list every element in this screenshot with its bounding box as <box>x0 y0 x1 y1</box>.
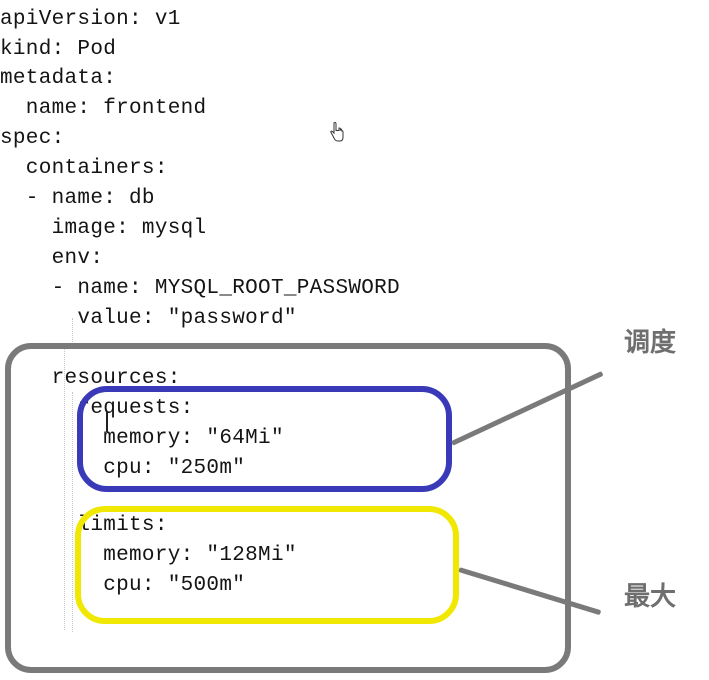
code-line-limits-memory: memory: "128Mi" <box>0 544 297 567</box>
indent-guide <box>72 392 73 632</box>
indent-guide <box>72 318 73 346</box>
code-line-env: env: <box>0 247 104 270</box>
limits-highlight-box <box>75 506 459 624</box>
resources-highlight-box <box>5 343 571 673</box>
text-caret <box>106 412 108 432</box>
code-line-name: name: frontend <box>0 97 207 120</box>
code-line-limits-cpu: cpu: "500m" <box>0 574 246 597</box>
code-line-spec: spec: <box>0 127 65 150</box>
code-line-requests-cpu: cpu: "250m" <box>0 457 246 480</box>
code-line-kind: kind: Pod <box>0 38 117 61</box>
scheduling-label: 调度 <box>624 328 677 358</box>
indent-guide <box>64 345 65 630</box>
max-label: 最大 <box>624 582 677 612</box>
code-line-env-value: value: "password" <box>0 307 297 330</box>
code-line-env-name: - name: MYSQL_ROOT_PASSWORD <box>0 277 400 300</box>
hand-cursor-icon <box>330 122 344 142</box>
code-line-image: image: mysql <box>0 217 207 240</box>
code-line-containers: containers: <box>0 157 168 180</box>
code-line-container-name: - name: db <box>0 187 155 210</box>
code-line-resources: resources: <box>0 367 181 390</box>
code-line-metadata: metadata: <box>0 67 117 90</box>
code-line-apiversion: apiVersion: v1 <box>0 8 181 31</box>
requests-highlight-box <box>77 386 452 492</box>
code-line-requests-memory: memory: "64Mi" <box>0 427 284 450</box>
